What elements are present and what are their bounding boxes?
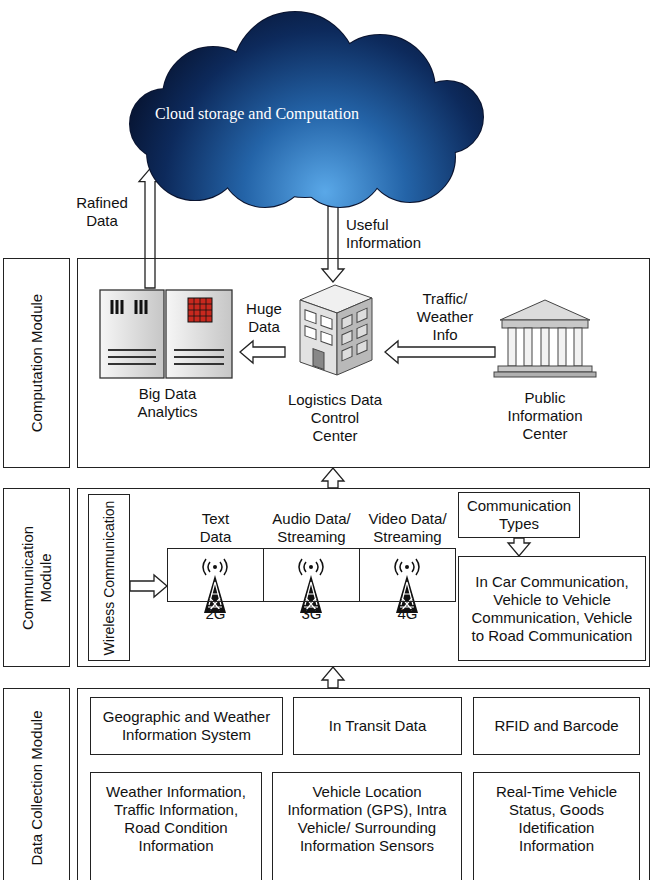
icon-caption: Big Data Analytics <box>123 385 213 423</box>
building-side <box>337 298 372 375</box>
edge-label: Traffic/ Weather Info <box>405 290 485 344</box>
module-band: Communication Module Wireless Communicati… <box>3 488 650 667</box>
box-text: In Car Communication, Vehicle to Vehicle… <box>465 573 639 645</box>
cell-tower <box>299 559 323 613</box>
building-entablature <box>502 320 588 328</box>
module-label-cell: Computation Module <box>3 258 70 468</box>
box-text: Geographic and Weather Information Syste… <box>97 708 276 744</box>
network-generation-label: 2G <box>167 605 264 623</box>
tower-cell: Video Data/ Streaming 4G <box>359 503 456 623</box>
tower-cell: Audio Data/ Streaming 3G <box>263 503 360 623</box>
process-box: Geographic and Weather Information Syste… <box>90 697 283 755</box>
process-box: In Transit Data <box>293 697 462 755</box>
building-step <box>494 372 596 377</box>
building-front <box>300 300 337 375</box>
tower-cell-box <box>167 548 264 602</box>
module-band: Data Collection Module Geographic and Wea… <box>3 688 650 880</box>
building-node: Public Information Center <box>495 295 595 445</box>
cloud-label: Cloud storage and Computation <box>155 104 359 123</box>
edge-label: Huge Data <box>237 300 291 336</box>
cloud-lobes <box>130 12 483 207</box>
cloud-lobe <box>130 89 200 159</box>
data-type-label: Video Data/ Streaming <box>363 510 453 546</box>
server-node: Big Data Analytics <box>95 288 240 423</box>
edge-label: Rafined Data <box>62 194 142 230</box>
tower-heading: Text Data <box>167 503 264 548</box>
module-band: Computation ModuleBig Data Analytics Logi… <box>3 258 650 468</box>
cell-tower <box>203 559 227 613</box>
vertical-label: Wireless Communication <box>101 498 118 658</box>
tower-cell-box <box>263 548 360 602</box>
network-generation-label: 3G <box>263 605 360 623</box>
module-label-cell: Data Collection Module <box>3 688 70 880</box>
public-building-icon <box>494 300 596 377</box>
module-label-cell: Communication Module <box>3 488 70 667</box>
server-panel-grid <box>188 298 212 322</box>
edge-label: Useful Information <box>346 216 446 252</box>
module-label: Data Collection Module <box>28 693 46 880</box>
tower-heading: Video Data/ Streaming <box>359 503 456 548</box>
box-text: Real-Time Vehicle Status, Goods Idetific… <box>480 783 633 855</box>
server-icon <box>100 290 232 378</box>
cloud-lobes <box>130 12 483 207</box>
icon-caption: Public Information Center <box>498 389 593 445</box>
vertical-box: Wireless Communication <box>88 494 130 661</box>
module-label: Computation Module <box>28 268 46 458</box>
cell-tower-icons <box>203 559 419 613</box>
tower-heading: Audio Data/ Streaming <box>263 503 360 548</box>
block-arrow <box>508 538 530 556</box>
process-box: Communication Types <box>458 492 580 538</box>
block-arrow <box>385 341 495 363</box>
process-box: Weather Information, Traffic Information… <box>90 772 262 880</box>
tower-cell: Text Data 2G <box>167 503 264 623</box>
building-node: Logistics Data Control Center <box>285 282 385 447</box>
process-box: RFID and Barcode <box>473 697 640 755</box>
cell-tower <box>395 559 419 613</box>
block-arrow <box>322 468 344 488</box>
cloud-lobe <box>235 57 375 197</box>
block-arrow <box>322 206 344 282</box>
box-text: Vehicle Location Information (GPS), Intr… <box>279 783 455 855</box>
building-columns <box>508 328 582 366</box>
box-text: Communication Types <box>465 497 573 533</box>
server-panel <box>188 298 212 322</box>
building-windows <box>305 310 332 373</box>
box-text: Weather Information, Traffic Information… <box>97 783 255 855</box>
cloud-lobe <box>130 89 200 159</box>
network-generation-label: 4G <box>359 605 456 623</box>
block-arrow <box>130 575 167 597</box>
cloud-lobe <box>235 57 375 197</box>
server-vents <box>108 350 224 364</box>
cloud-shape: Cloud storage and Computation <box>125 2 485 212</box>
box-text: In Transit Data <box>329 717 427 735</box>
building-base <box>498 366 592 372</box>
server-bars <box>112 300 146 314</box>
box-text: RFID and Barcode <box>494 717 618 735</box>
office-building-icon <box>300 285 372 375</box>
block-arrow <box>322 667 344 688</box>
process-box: Vehicle Location Information (GPS), Intr… <box>272 772 462 880</box>
data-type-label: Audio Data/ Streaming <box>267 510 357 546</box>
module-label: Communication Module <box>19 518 55 638</box>
building-pediment <box>500 300 590 320</box>
block-arrow <box>139 169 161 288</box>
tower-cell-box <box>359 548 456 602</box>
process-box: In Car Communication, Vehicle to Vehicle… <box>458 556 646 661</box>
data-type-label: Text Data <box>194 510 238 546</box>
icon-caption: Logistics Data Control Center <box>288 391 383 447</box>
building-windows <box>342 308 367 361</box>
process-box: Real-Time Vehicle Status, Goods Idetific… <box>473 772 640 880</box>
block-arrow <box>240 341 285 363</box>
